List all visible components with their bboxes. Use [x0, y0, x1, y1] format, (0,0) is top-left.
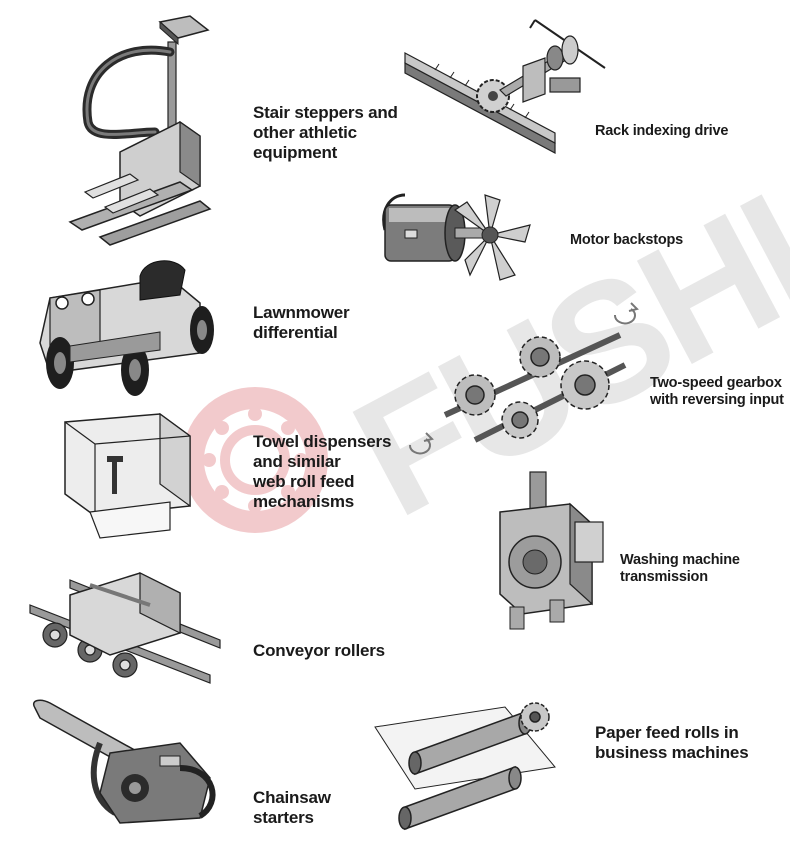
paper-feed-rolls-illustration: [374, 702, 556, 831]
label-lawnmower-differential: Lawnmower differential: [253, 303, 350, 342]
label-towel-dispensers: Towel dispensers and similar web roll fe…: [253, 432, 392, 511]
washing-machine-transmission-illustration: [499, 471, 604, 630]
rotation-arrow-icon: [408, 302, 639, 455]
lawnmower-illustration: [39, 260, 214, 396]
label-chainsaw-starters: Chainsaw starters: [253, 788, 331, 827]
label-rack-indexing-drive: Rack indexing drive: [595, 123, 729, 139]
label-washing-machine: Washing machine transmission: [620, 552, 740, 585]
label-paper-feed-rolls: Paper feed rolls in business machines: [595, 723, 749, 762]
label-two-speed-gearbox: Two-speed gearbox with reversing input: [650, 375, 784, 408]
towel-dispenser-illustration: [64, 412, 191, 539]
label-stair-steppers: Stair steppers and other athletic equipm…: [253, 103, 398, 162]
stair-stepper-illustration: [68, 15, 212, 246]
label-conveyor-rollers: Conveyor rollers: [253, 641, 385, 660]
motor-backstop-illustration: [382, 193, 531, 281]
chainsaw-illustration: [33, 699, 216, 824]
rack-indexing-drive-illustration: [404, 19, 606, 154]
two-speed-gearbox-illustration: [408, 302, 639, 455]
label-motor-backstops: Motor backstops: [570, 232, 684, 248]
conveyor-rollers-illustration: [29, 572, 221, 684]
watermark-bearing-icon: [182, 387, 328, 533]
